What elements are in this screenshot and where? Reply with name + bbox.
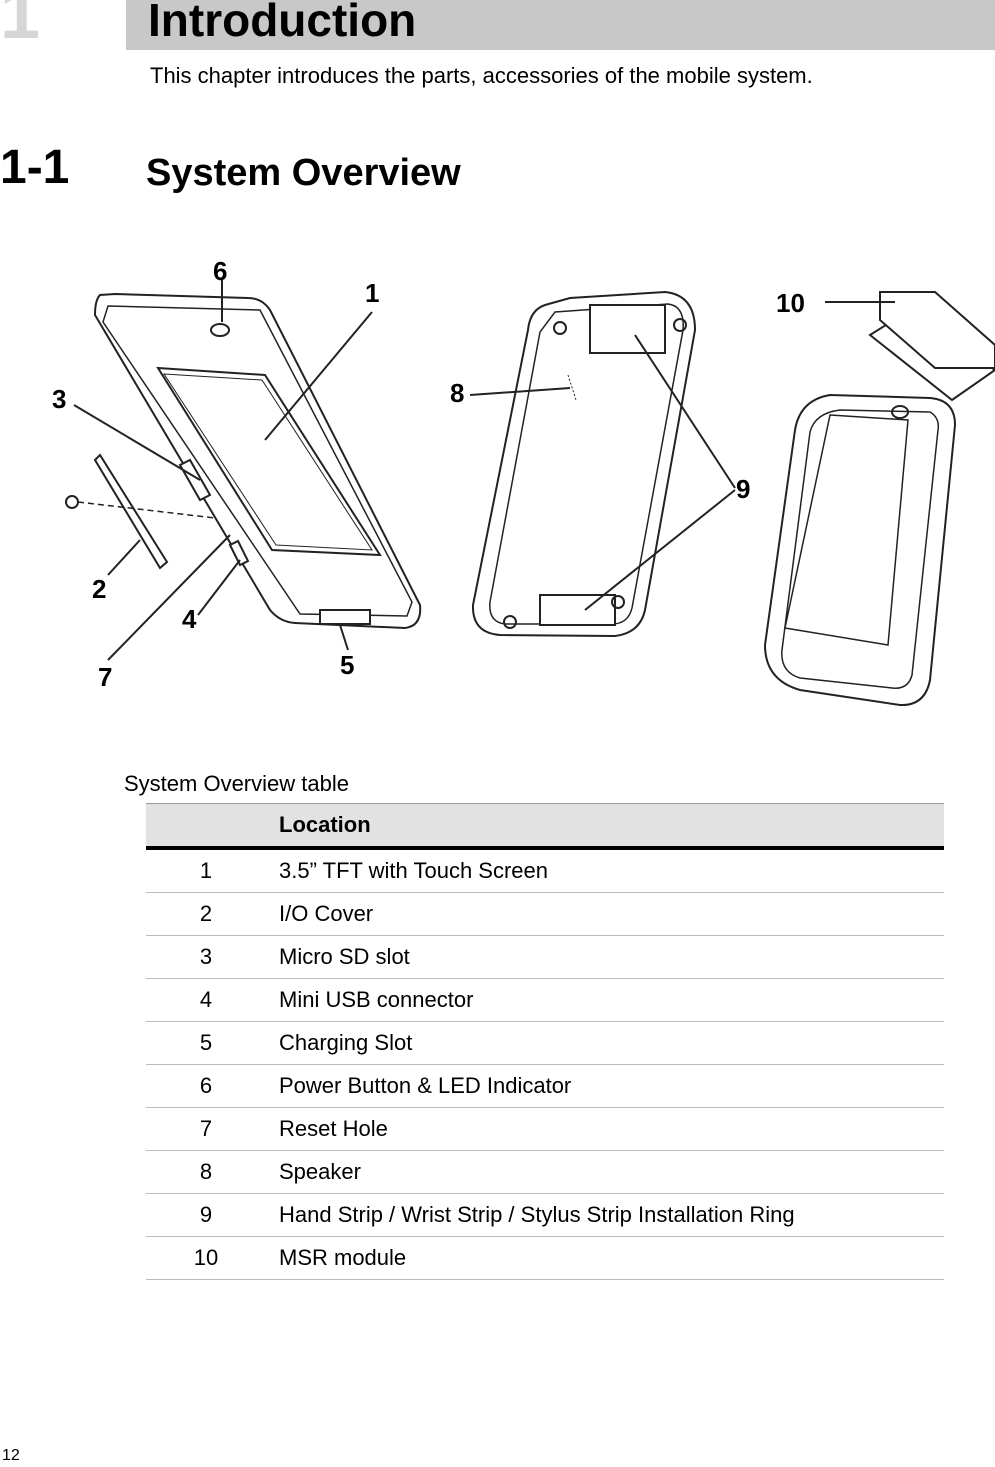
header-number [146,803,266,848]
row-location: Micro SD slot [266,935,944,979]
device-msr-illustration [763,291,995,707]
callout-4: 4 [182,604,197,634]
section-title: System Overview [146,152,461,194]
row-location: 3.5” TFT with Touch Screen [266,848,944,893]
row-location: Power Button & LED Indicator [266,1064,944,1108]
row-location: Hand Strip / Wrist Strip / Stylus Strip … [266,1193,944,1237]
row-location: I/O Cover [266,892,944,936]
callout-10: 10 [776,288,805,318]
callout-8: 8 [450,378,464,408]
callout-6: 6 [213,256,227,286]
row-number: 2 [146,892,266,936]
device-back-illustration [471,290,697,638]
row-number: 7 [146,1107,266,1151]
device-front-illustration [65,292,422,630]
callout-7: 7 [98,662,112,692]
page-number: 12 [2,1447,20,1464]
row-number: 6 [146,1064,266,1108]
row-location: Speaker [266,1150,944,1194]
header-location: Location [266,803,944,848]
chapter-number: 1 [0,0,41,54]
row-number: 9 [146,1193,266,1237]
chapter-title: Introduction [148,0,417,46]
row-location: Mini USB connector [266,978,944,1022]
callout-3: 3 [52,384,66,414]
row-number: 4 [146,978,266,1022]
row-location: Charging Slot [266,1021,944,1065]
system-overview-figure: 6 1 3 2 4 5 7 8 9 10 [52,256,995,707]
callout-9: 9 [736,474,750,504]
row-location: MSR module [266,1236,944,1280]
row-number: 8 [146,1150,266,1194]
row-number: 1 [146,848,266,893]
row-number: 3 [146,935,266,979]
row-number: 5 [146,1021,266,1065]
table-header-row: Location [146,803,944,848]
callout-5: 5 [340,650,354,680]
chapter-intro: This chapter introduces the parts, acces… [150,63,813,88]
table-caption: System Overview table [124,771,349,796]
callout-1: 1 [365,278,379,308]
row-location: Reset Hole [266,1107,944,1151]
section-number: 1-1 [0,141,70,194]
chapter-title-bar [126,0,995,50]
callout-2: 2 [92,574,106,604]
row-number: 10 [146,1236,266,1280]
